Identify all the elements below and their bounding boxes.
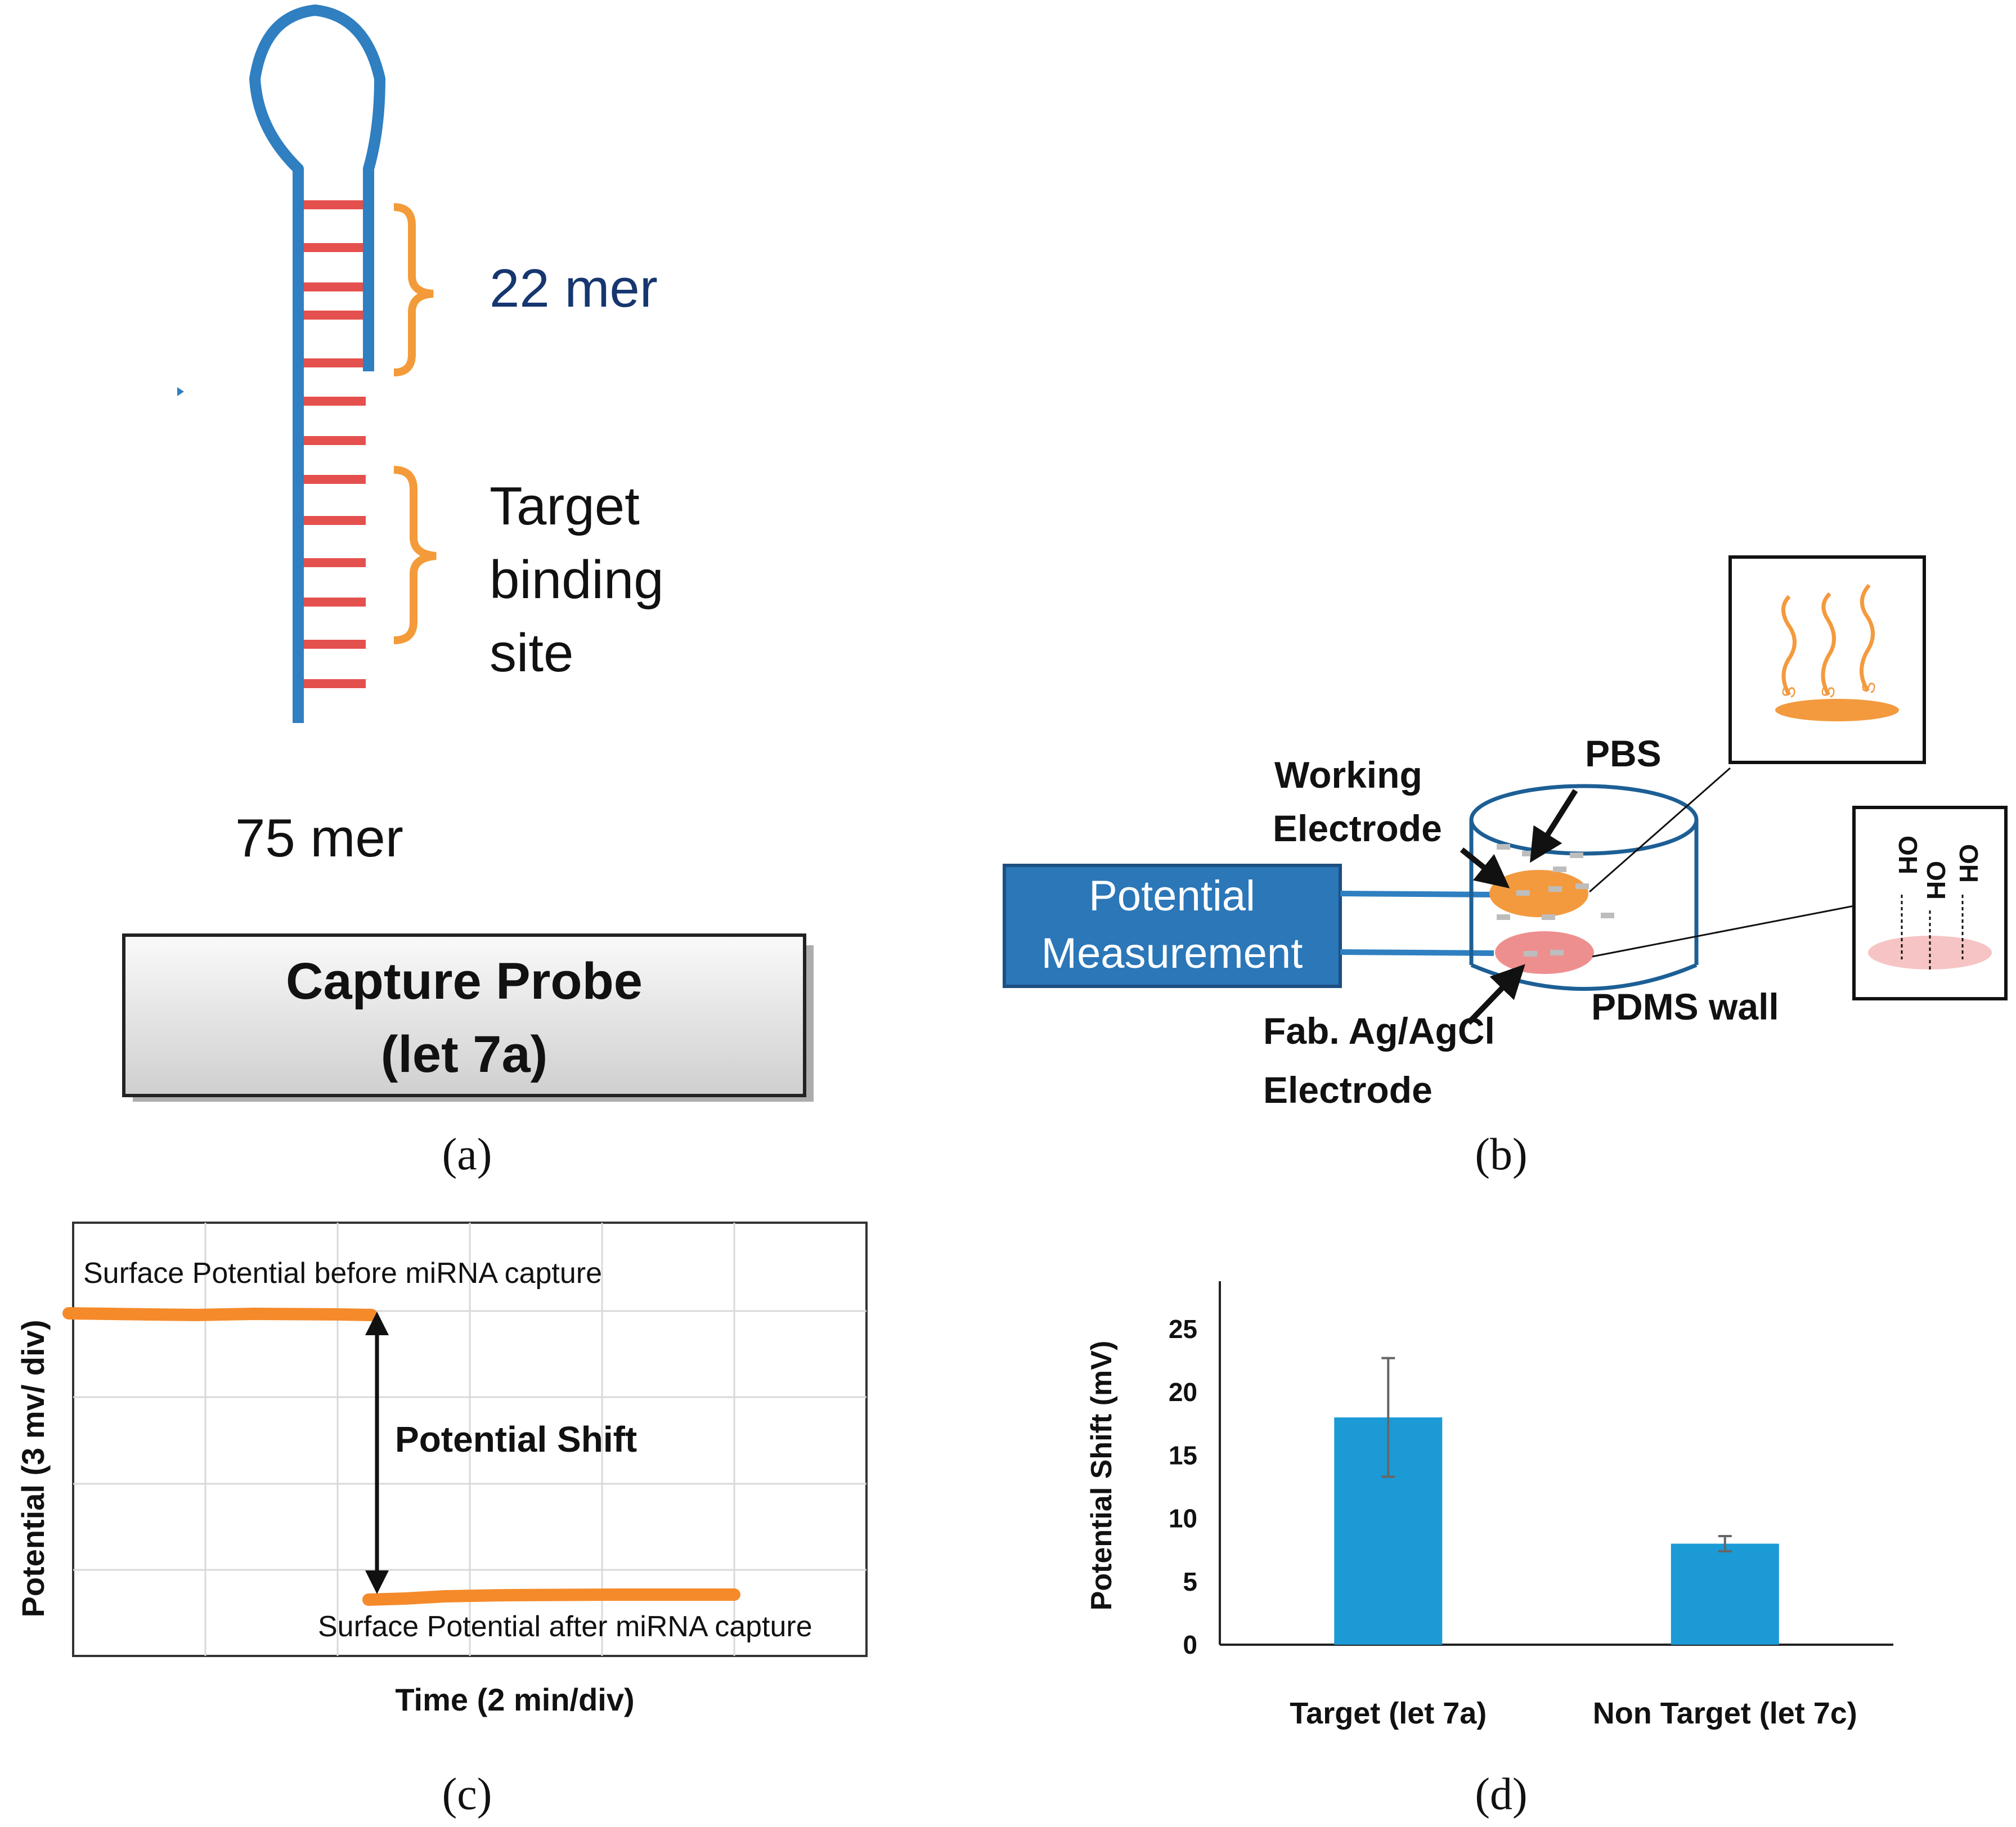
arrow-working	[1460, 847, 1510, 888]
label-working-line2: Electrode	[1273, 807, 1442, 849]
y-tick-label: 20	[1169, 1377, 1197, 1407]
rungs-upper	[304, 200, 363, 367]
callout-bottom	[1592, 905, 1855, 958]
y-axis-label: Potential Shift (mV)	[1085, 1341, 1118, 1611]
measurement-line2: Measurement	[1041, 930, 1303, 977]
inset-oh-3: OH	[1954, 844, 1983, 883]
label-before: Surface Potential before miRNA capture	[83, 1257, 602, 1290]
panel-a: 22 mer Target binding site 75 mer Captur…	[122, 5, 814, 1179]
x-tick-label: Target (let 7a)	[1290, 1696, 1487, 1730]
y-tick-label: 25	[1169, 1314, 1197, 1344]
bar	[1671, 1543, 1779, 1645]
caption-c: (c)	[442, 1770, 492, 1819]
potential-measurement-box: Potential Measurement	[1003, 864, 1342, 988]
inset-agcl-surface	[1868, 936, 1992, 969]
y-tick-label: 15	[1169, 1440, 1197, 1470]
label-pbs: PBS	[1585, 733, 1662, 774]
hairpin-loop	[249, 5, 385, 723]
label-target-line3: site	[490, 623, 573, 683]
label-after: Surface Potential after miRNA capture	[318, 1610, 812, 1643]
label-ref-line1: Fab. Ag/AgCl	[1263, 1010, 1495, 1052]
inset-oh-2: OH	[1921, 861, 1951, 900]
callout-top	[1589, 767, 1731, 893]
inset-thiol: S S S	[1728, 555, 1926, 764]
trace-after	[362, 1588, 740, 1606]
label-pdms: PDMS wall	[1591, 986, 1779, 1027]
reference-electrode	[1495, 931, 1594, 974]
small-marker	[177, 387, 184, 396]
probe-label-line2: (let 7a)	[381, 1026, 548, 1083]
bracket-22mer	[393, 203, 434, 376]
label-shift: Potential Shift	[395, 1419, 637, 1460]
y-tick-label: 10	[1169, 1504, 1197, 1533]
rungs-lower	[304, 397, 366, 688]
inset-gold-surface	[1775, 699, 1899, 721]
panel-b: Potential Measurement	[1003, 555, 2008, 1179]
x-tick-label: Non Target (let 7c)	[1593, 1696, 1857, 1730]
label-ref-line2: Electrode	[1263, 1069, 1433, 1111]
label-75mer: 75 mer	[235, 808, 403, 868]
label-target-line2: binding	[490, 550, 664, 610]
trace-ylabel: Potential (3 mv/ div)	[15, 1320, 51, 1618]
trace-grid	[73, 1223, 866, 1656]
inset-oh-1: OH	[1893, 836, 1923, 874]
caption-d: (d)	[1475, 1770, 1527, 1819]
label-target-line1: Target	[490, 476, 640, 536]
arrow-reference	[1466, 964, 1525, 1025]
measurement-line1: Potential	[1089, 872, 1255, 920]
caption-b: (b)	[1475, 1130, 1527, 1179]
wire-reference	[1340, 949, 1494, 956]
label-22mer: 22 mer	[490, 258, 658, 318]
working-electrode	[1489, 870, 1588, 917]
ions	[1497, 844, 1614, 957]
inset-hydroxyl: OH OH OH	[1852, 806, 2008, 1000]
trace-xlabel: Time (2 min/div)	[395, 1682, 634, 1717]
y-tick-label: 5	[1183, 1567, 1197, 1596]
probe-label-line1: Capture Probe	[286, 953, 643, 1010]
panel-c: Surface Potential before miRNA capture P…	[15, 1222, 868, 1819]
label-working-line1: Working	[1274, 754, 1422, 796]
capture-probe-box: Capture Probe (let 7a)	[122, 933, 814, 1102]
arrow-pbs	[1529, 789, 1578, 863]
bracket-target	[393, 466, 437, 644]
caption-a: (a)	[442, 1130, 492, 1179]
trace-before	[62, 1307, 378, 1322]
y-tick-label: 0	[1183, 1630, 1197, 1659]
